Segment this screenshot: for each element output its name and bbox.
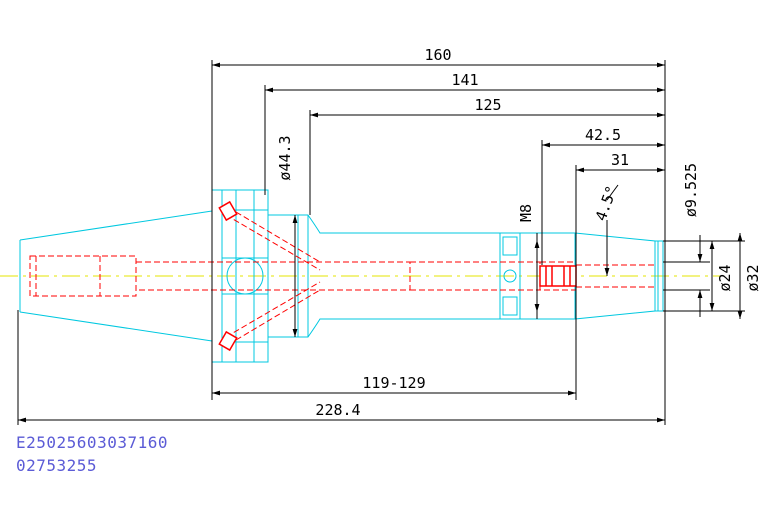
dim-thread: M8 xyxy=(517,204,535,222)
holder-outline xyxy=(19,189,664,363)
dimension-lines xyxy=(17,60,745,425)
part-code: E25025603037160 xyxy=(16,433,168,452)
dim-flange-diameter: ø44.3 xyxy=(276,135,294,180)
set-screws xyxy=(218,200,577,352)
dim-42-5: 42.5 xyxy=(585,126,621,144)
dim-adjust-range: 119-129 xyxy=(362,374,425,392)
dim-9-525: ø9.525 xyxy=(682,163,700,217)
dim-141: 141 xyxy=(451,71,478,89)
order-code: 02753255 xyxy=(16,456,98,475)
dim-125: 125 xyxy=(474,96,501,114)
dim-angle: 4.5° xyxy=(592,183,621,223)
dim-overall-length: 228.4 xyxy=(315,401,360,419)
dim-32: ø32 xyxy=(744,264,762,291)
dim-24: ø24 xyxy=(716,264,734,291)
dim-31: 31 xyxy=(611,151,629,169)
dim-160: 160 xyxy=(424,46,451,64)
